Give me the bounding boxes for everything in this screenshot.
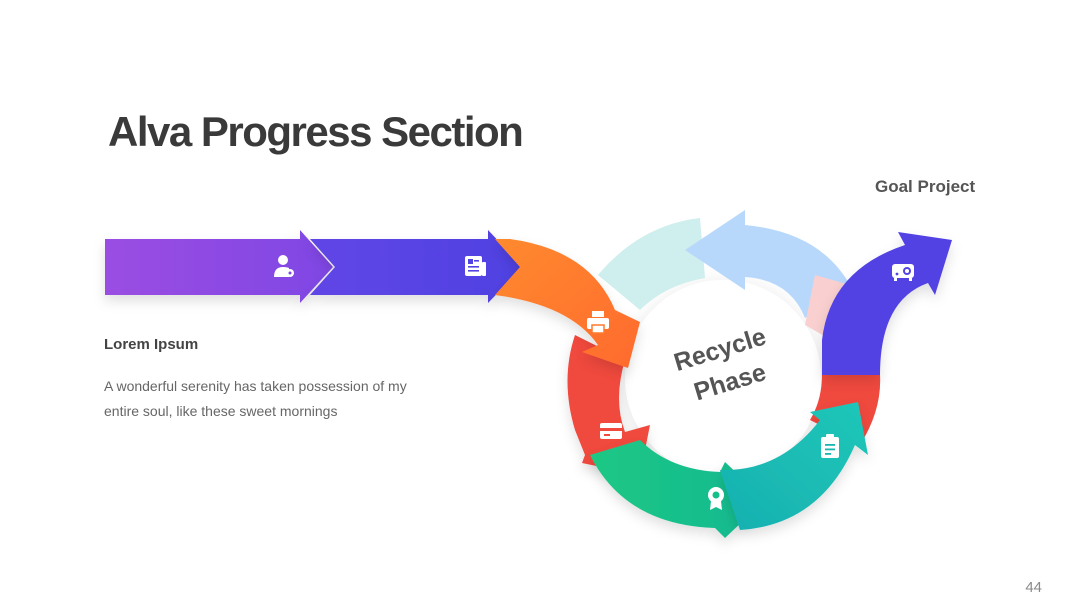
- text-body: A wonderful serenity has taken possessio…: [104, 378, 407, 419]
- ring-segment-green-arrow: [590, 440, 765, 538]
- award-badge-icon: [708, 487, 724, 510]
- ring-segment-blue-arrow: [685, 210, 850, 318]
- newspaper-icon: [465, 256, 486, 276]
- clipboard-icon: [821, 434, 839, 458]
- printer-icon: [587, 311, 609, 334]
- step-arrow-orange: [495, 239, 640, 368]
- goal-arrow: [822, 232, 952, 375]
- step-arrow-indigo: [310, 230, 523, 303]
- card-icon: [600, 423, 622, 439]
- goal-project-label: Goal Project: [875, 177, 976, 196]
- step-arrow-purple: [105, 230, 333, 303]
- projector-icon: [892, 264, 914, 281]
- ring-segment-red-left: [567, 335, 650, 475]
- text-heading: Lorem Ipsum: [104, 336, 199, 353]
- slide-title: Alva Progress Section: [108, 108, 524, 155]
- page-number: 44: [1025, 579, 1042, 596]
- center-disc: [625, 280, 821, 476]
- ring-segment-mint: [598, 218, 705, 310]
- user-location-icon: [274, 255, 294, 277]
